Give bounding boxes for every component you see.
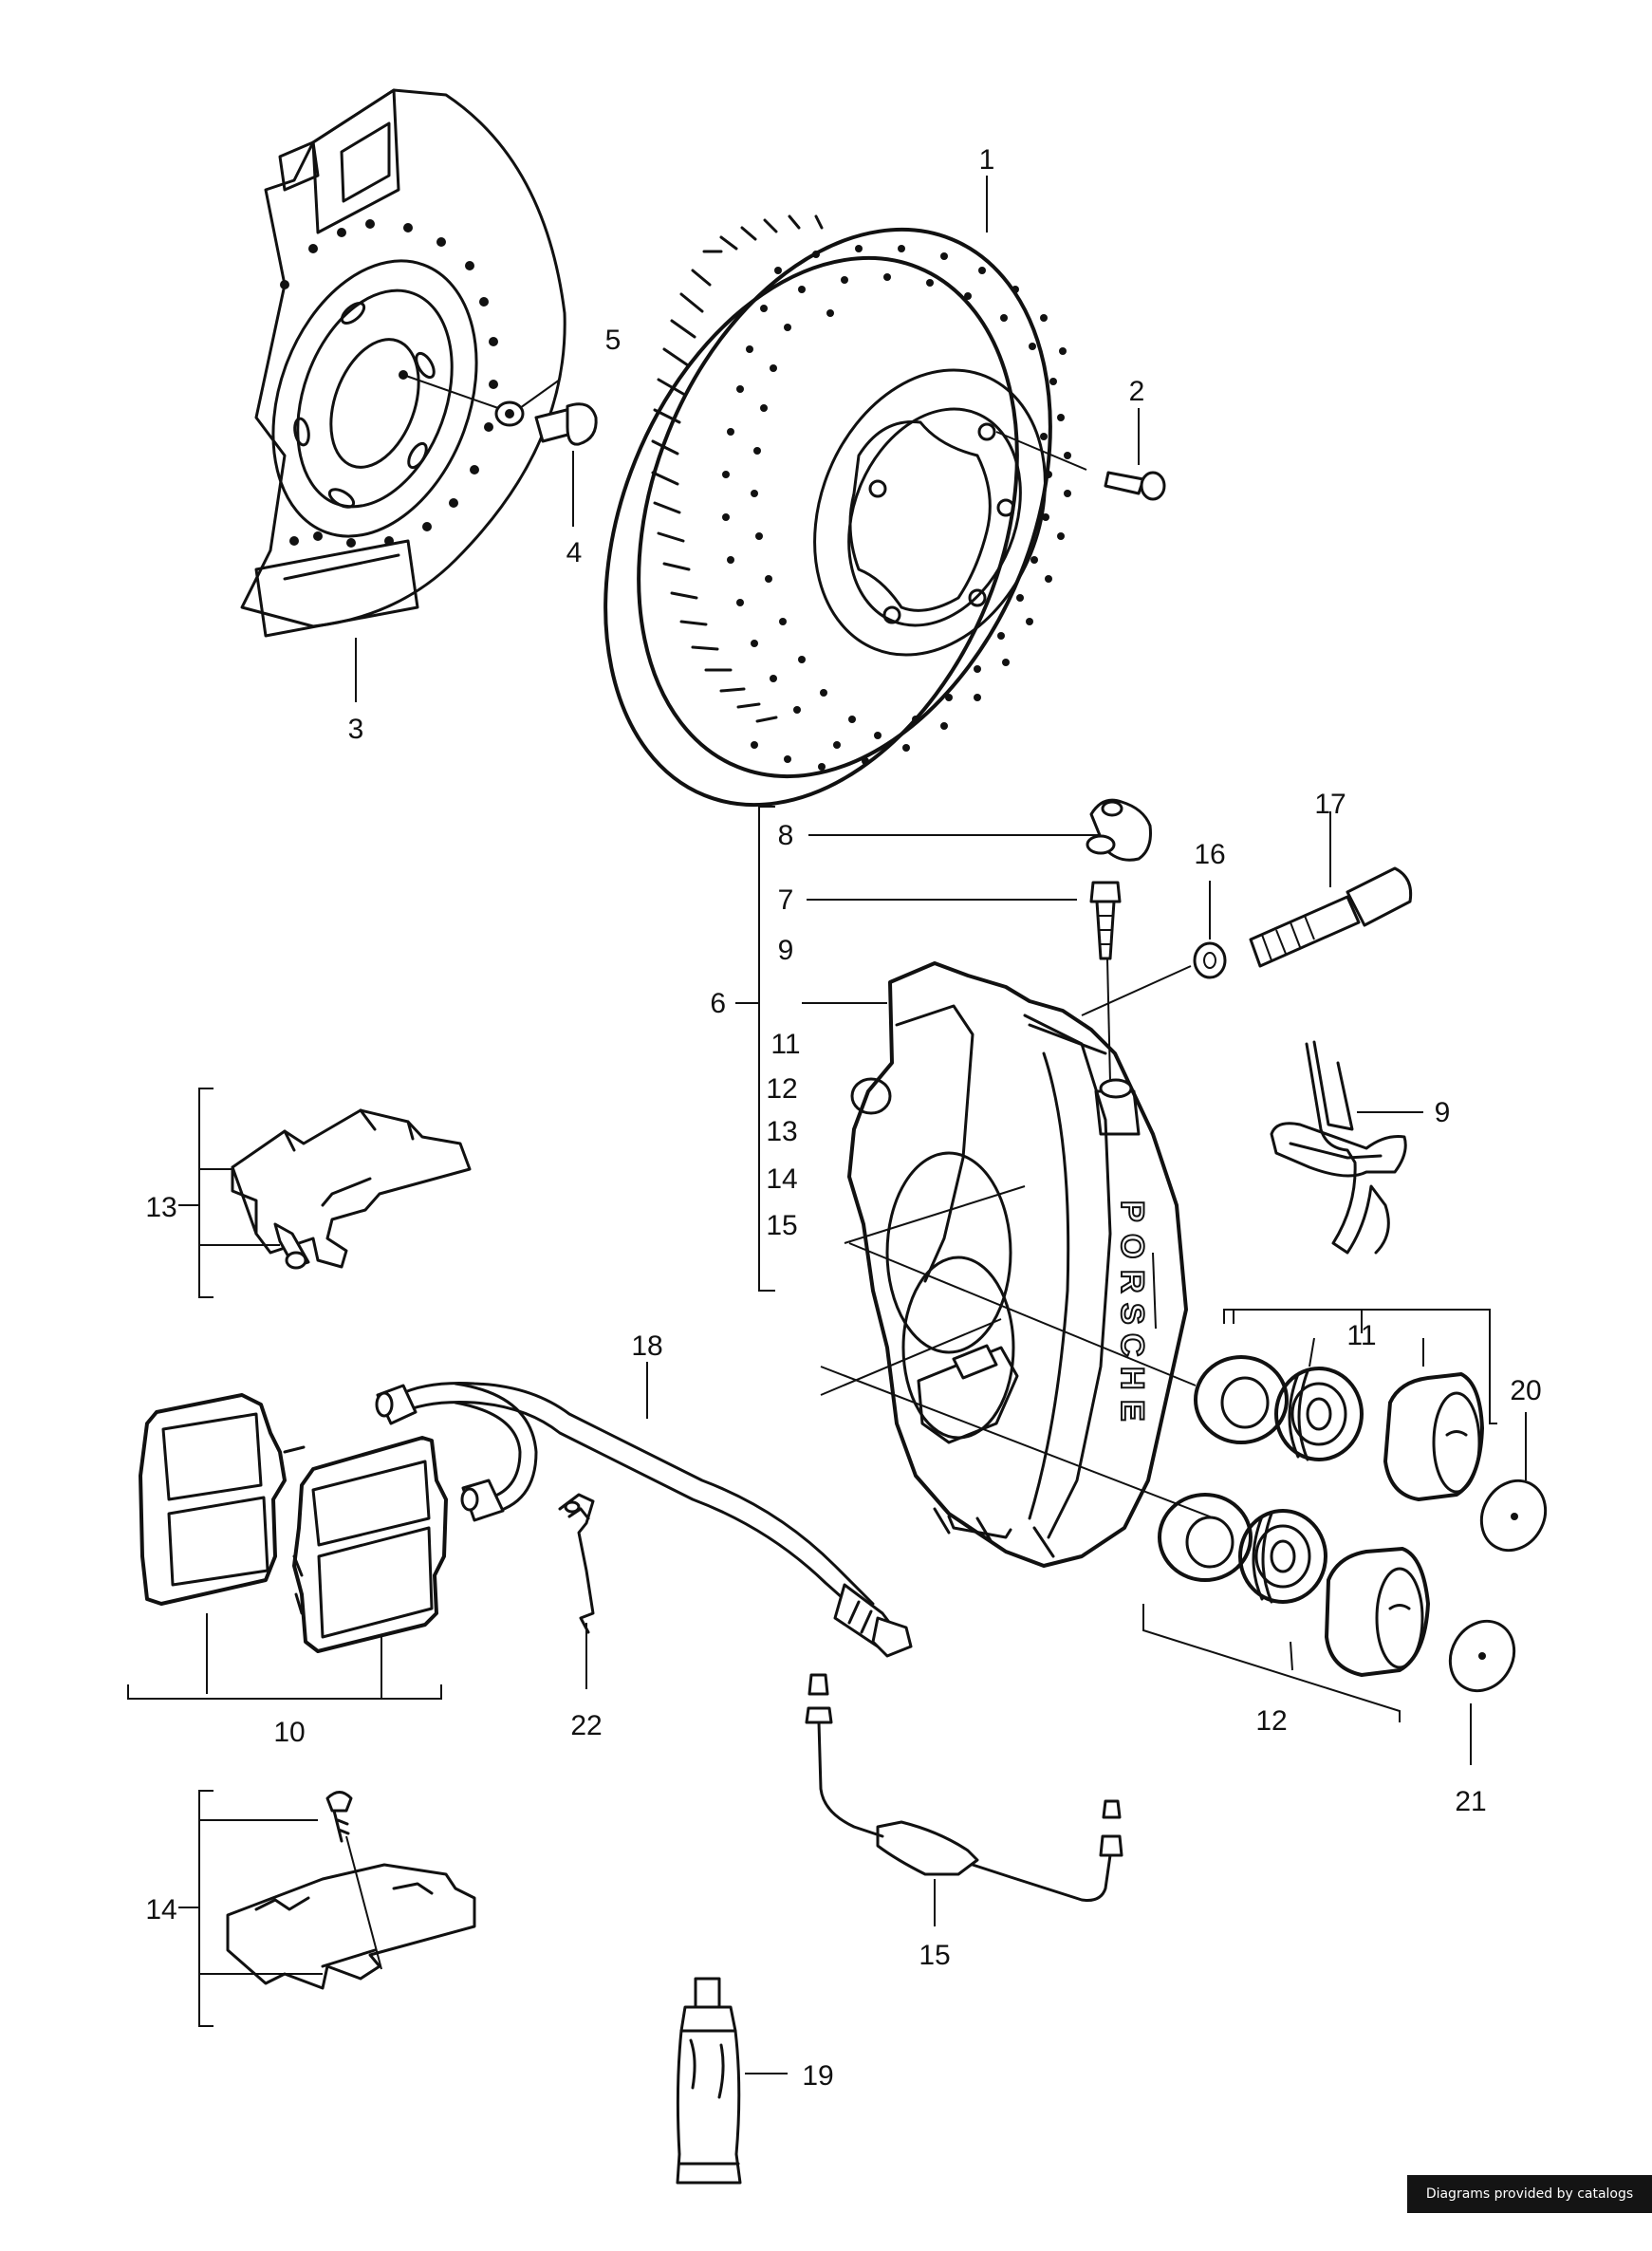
callout-14: 14 [145, 1894, 176, 1925]
callout-7: 7 [778, 884, 794, 916]
brake-pads-part-10 [127, 1393, 448, 1700]
callout-13: 13 [145, 1192, 176, 1223]
svg-text:E: E [1114, 1400, 1150, 1422]
callout-2: 2 [1129, 376, 1145, 407]
callout-19: 19 [802, 2060, 833, 2092]
bleeder-cap-part-8 [1086, 798, 1152, 862]
svg-text:C: C [1114, 1333, 1150, 1357]
callout-12: 12 [1255, 1705, 1287, 1737]
credit-banner: Diagrams provided by catalogs parts [1407, 2175, 1652, 2240]
grease-tube-part-19 [676, 1977, 788, 2185]
callout-12-list: 12 [766, 1073, 797, 1105]
heat-shim-part-21 [1448, 1619, 1516, 1765]
brake-caliper-part-6: P O R S C H E [820, 961, 1216, 1568]
callout-9: 9 [1435, 1097, 1451, 1128]
callout-8: 8 [778, 820, 794, 851]
callout-15-list: 15 [766, 1210, 797, 1241]
piston-kit-part-12 [1142, 1493, 1430, 1722]
callout-22: 22 [570, 1710, 602, 1741]
callout-4: 4 [566, 537, 583, 568]
callout-16: 16 [1194, 839, 1225, 870]
callout-21: 21 [1455, 1786, 1486, 1817]
callout-11-list: 11 [770, 1029, 800, 1060]
svg-text:S: S [1114, 1303, 1150, 1325]
dust-shield-part-3 [240, 88, 566, 702]
callout-3: 3 [348, 714, 364, 745]
bolt-part-2 [1104, 408, 1166, 501]
svg-text:O: O [1114, 1234, 1150, 1258]
piston-kit-part-11 [1194, 1309, 1497, 1501]
callout-14-list: 14 [766, 1163, 797, 1195]
retaining-plate-part-14 [178, 1790, 476, 2027]
brake-disc-part-1 [603, 176, 1087, 808]
bolt-part-4 [534, 402, 598, 527]
callout-6: 6 [710, 988, 726, 1019]
callout-15: 15 [919, 1940, 950, 1971]
svg-text:H: H [1114, 1367, 1150, 1390]
callout-10: 10 [273, 1717, 305, 1748]
retaining-plate-part-13 [178, 1088, 472, 1298]
caliper-kit-bracket [735, 806, 1105, 1292]
sensor-clip-part-22 [558, 1493, 595, 1689]
heat-shim-part-20 [1479, 1412, 1548, 1553]
bleeder-valve-part-7 [1089, 881, 1122, 1083]
callout-11: 11 [1346, 1320, 1376, 1351]
callout-20: 20 [1510, 1375, 1541, 1406]
callout-18: 18 [631, 1330, 662, 1362]
svg-text:R: R [1114, 1270, 1150, 1293]
brake-line-part-15 [805, 1673, 1123, 1926]
washer-part-5 [494, 379, 561, 427]
bolt-part-17 [1249, 811, 1413, 968]
callout-1: 1 [979, 144, 995, 176]
callout-13-list: 13 [766, 1116, 797, 1147]
washer-part-16 [1081, 881, 1227, 1016]
svg-text:P: P [1114, 1200, 1150, 1222]
anti-rattle-spring-part-9 [1270, 1040, 1423, 1255]
callout-17: 17 [1314, 789, 1346, 820]
callout-5: 5 [605, 325, 622, 356]
wear-sensor-part-18 [375, 1362, 913, 1658]
callout-labels: 1 2 3 4 5 6 8 7 9 11 12 13 14 15 16 17 9… [145, 144, 1541, 2092]
callout-9-list: 9 [778, 935, 794, 966]
